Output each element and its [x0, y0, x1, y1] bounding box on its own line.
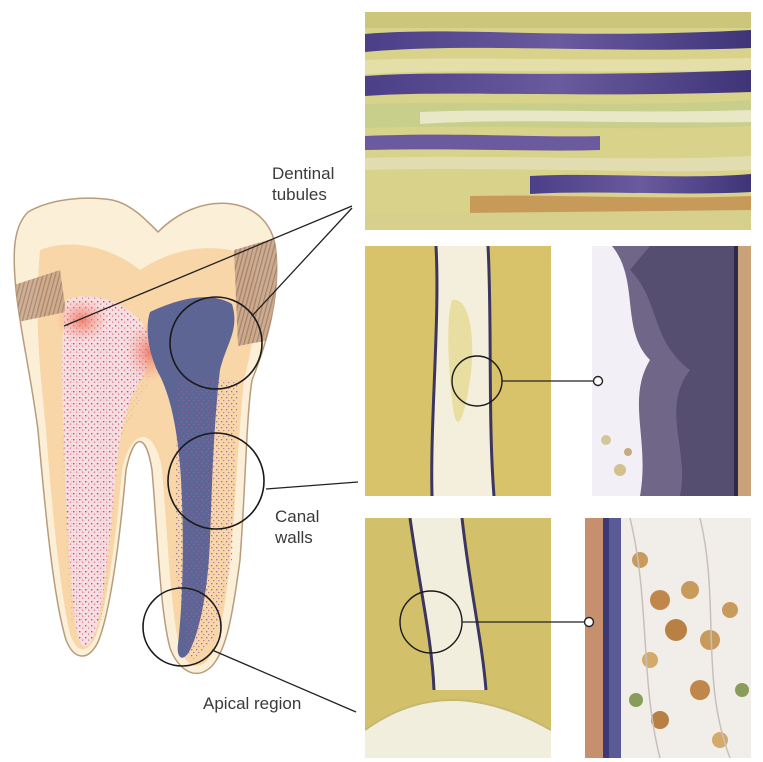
label-dentinal-tubules: Dentinal tubules	[272, 163, 334, 205]
leader-canal-walls	[266, 482, 358, 489]
connector-canal-wall-end-icon	[594, 377, 603, 386]
histology-apical-cells-closeup-image	[585, 518, 751, 758]
histology-biofilm-closeup-image	[592, 246, 751, 496]
label-canal-walls-line1: Canal	[275, 506, 319, 527]
label-apical-region: Apical region	[203, 693, 301, 714]
histology-stained-tubules-image	[365, 12, 751, 230]
label-canal-walls: Canal walls	[275, 506, 319, 548]
label-apical-region-text: Apical region	[203, 693, 301, 714]
tooth-illustration	[14, 198, 282, 673]
histology-apical-section-image	[365, 518, 551, 758]
connector-apical-end-icon	[585, 618, 594, 627]
label-canal-walls-line2: walls	[275, 527, 319, 548]
label-dentinal-tubules-line1: Dentinal	[272, 163, 334, 184]
label-dentinal-tubules-line2: tubules	[272, 184, 334, 205]
bacterial-invasion-pulp	[62, 330, 150, 620]
histology-canal-section-image	[365, 246, 551, 496]
